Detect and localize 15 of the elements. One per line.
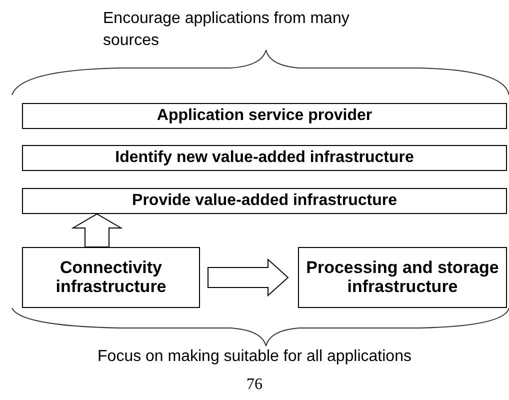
process-box xyxy=(22,188,507,214)
annotation-text: Encourage applications from many sources xyxy=(103,9,350,51)
process-box xyxy=(298,247,507,308)
box-text: Application service provider xyxy=(156,107,372,125)
box-text: Identify new value-added infrastructure xyxy=(115,149,414,167)
block-arrow xyxy=(208,258,289,297)
box-text: Provide value-added infrastructure xyxy=(132,192,397,210)
box-text: Connectivity infrastructure xyxy=(54,258,168,296)
process-box xyxy=(22,247,200,308)
block-arrow xyxy=(71,213,123,248)
process-box xyxy=(22,145,507,171)
page-number: 76 xyxy=(246,375,264,395)
process-box xyxy=(22,103,507,129)
annotation-text: Focus on making suitable for all applications xyxy=(96,347,412,367)
box-text: Processing and storage infrastructure xyxy=(305,258,500,296)
